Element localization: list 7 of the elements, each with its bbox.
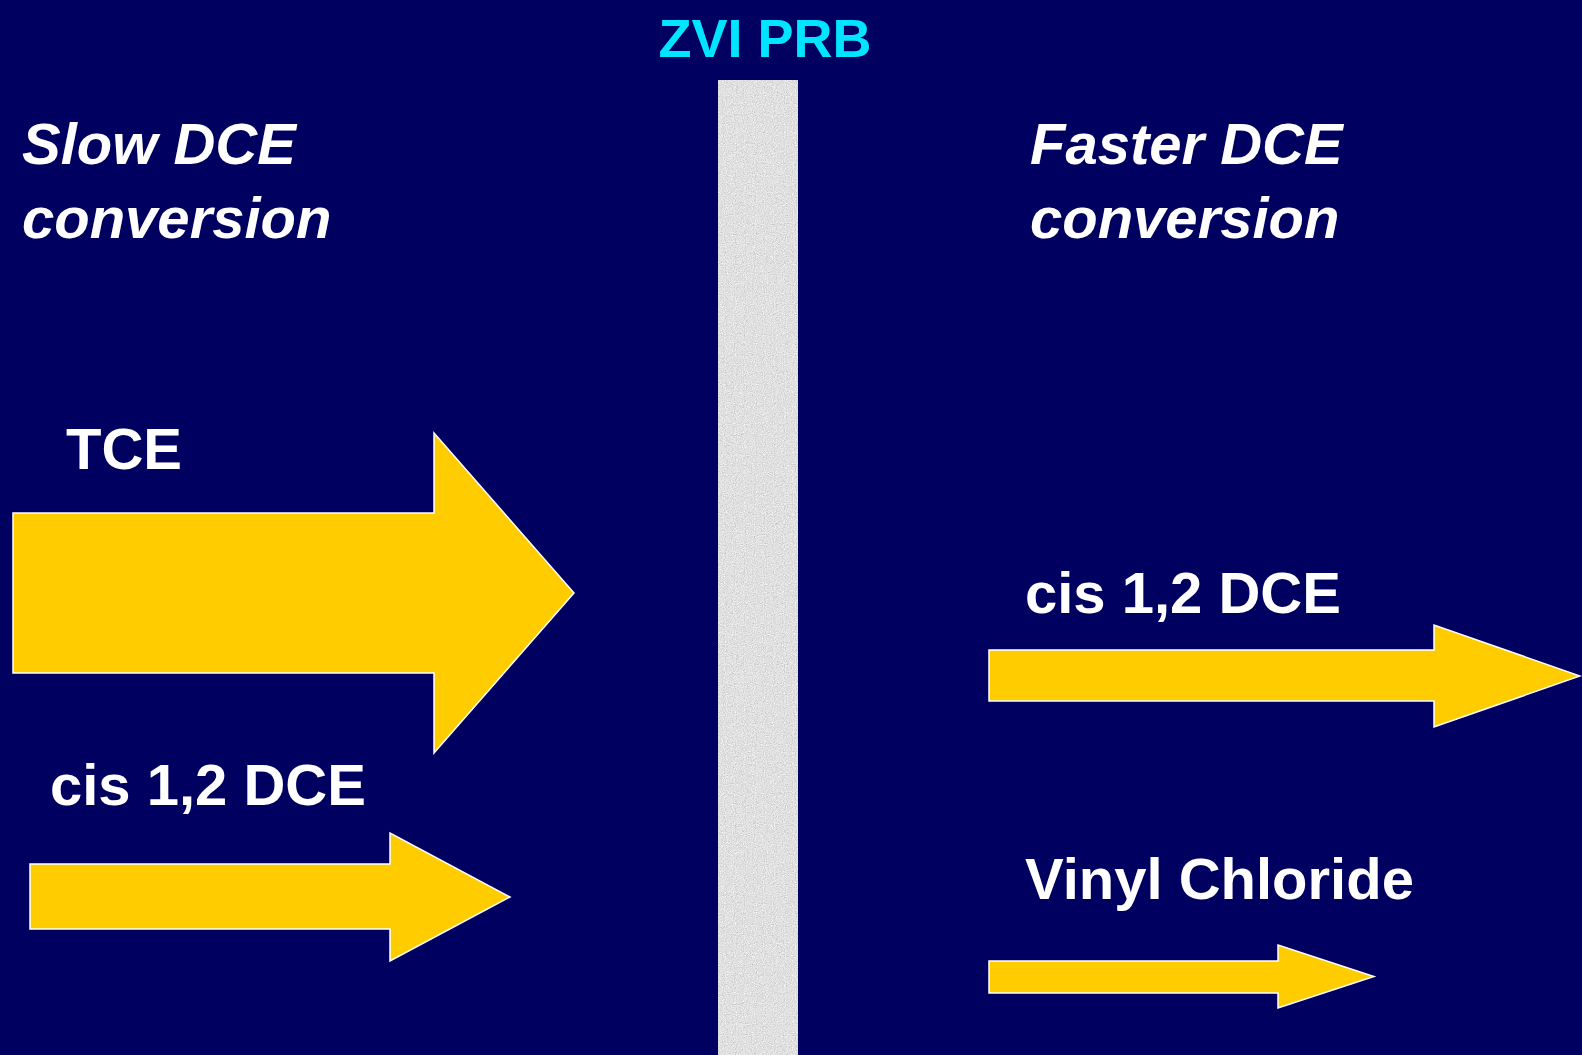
barrier-heading: ZVI PRB xyxy=(657,8,873,68)
flow-label: cis 1,2 DCE xyxy=(1025,559,1341,627)
flow-label: cis 1,2 DCE xyxy=(50,751,366,819)
flow-label: Vinyl Chloride xyxy=(1025,845,1414,913)
section-heading: Slow DCE conversion xyxy=(22,110,333,252)
section-heading: Faster DCE conversion xyxy=(1030,110,1345,252)
flow-label: TCE xyxy=(66,415,182,483)
